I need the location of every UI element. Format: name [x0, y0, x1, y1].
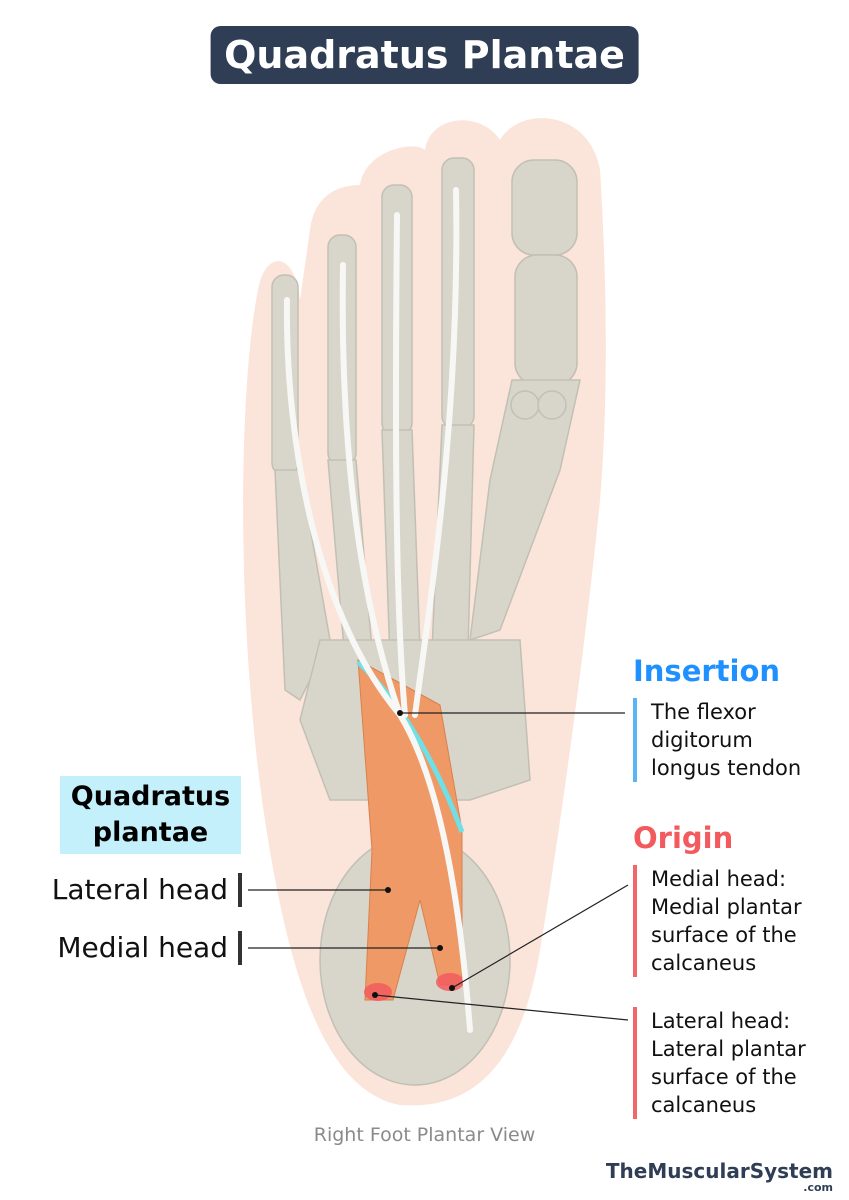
text-line: longus tendon: [651, 756, 802, 780]
flexor-tendons: [283, 187, 473, 1033]
origin-heading: Origin: [633, 821, 734, 855]
sesamoid-bone: [510, 390, 540, 420]
big-toe-phalanx: [514, 254, 578, 386]
text-line: Medial plantar: [651, 895, 802, 919]
text-line: plantae: [92, 817, 209, 848]
leader-lines: [248, 712, 629, 1021]
sesamoid-bone: [537, 390, 567, 420]
quadratus-plantae-muscle: [357, 659, 463, 1001]
text-line: Quadratus: [70, 781, 231, 812]
site-logo: TheMuscularSystem .com: [606, 1160, 833, 1194]
text-line: Medial head:: [651, 867, 787, 891]
text-line: The flexor: [651, 700, 756, 724]
metatarsals: [469, 379, 581, 642]
text-line: surface of the: [651, 923, 797, 947]
text-line: calcaneus: [651, 951, 757, 975]
insertion-description: The flexor digitorum longus tendon: [633, 698, 801, 782]
muscle-name-label: Quadratus plantae: [60, 776, 241, 854]
caption: Right Foot Plantar View: [313, 1124, 536, 1146]
text-line: calcaneus: [651, 1093, 757, 1117]
lateral-head-label: Lateral head: [52, 873, 242, 907]
text-line: Lateral plantar: [651, 1037, 806, 1061]
big-toe-phalanx: [511, 159, 578, 256]
text-line: Lateral head:: [651, 1009, 791, 1033]
medial-head-label: Medial head: [57, 931, 242, 965]
text-line: digitorum: [651, 728, 753, 752]
lateral-origin-spot: [364, 983, 392, 1001]
origin-medial-description: Medial head: Medial plantar surface of t…: [633, 865, 802, 977]
leader-dots: [372, 710, 455, 998]
page-title: Quadratus Plantae: [210, 26, 639, 84]
origin-lateral-description: Lateral head: Lateral plantar surface of…: [633, 1007, 806, 1119]
text-line: surface of the: [651, 1065, 797, 1089]
insertion-heading: Insertion: [633, 654, 781, 688]
logo-name: TheMuscularSystem: [605, 1159, 833, 1183]
medial-origin-spot: [436, 973, 464, 991]
logo-suffix: .com: [803, 1181, 833, 1194]
